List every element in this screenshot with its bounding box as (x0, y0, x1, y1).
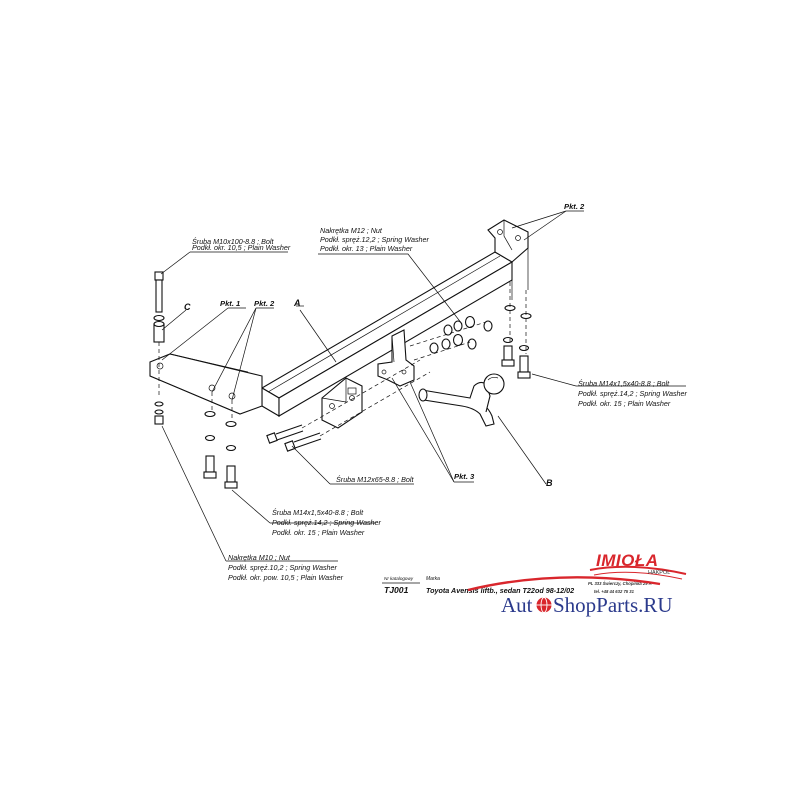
bolt-m14-left-label: Śruba M14x1,5x40-8.8 ; Bolt Podkł. spręż… (272, 508, 382, 537)
nut-m12-label: Nakrętka M12 ; Nut Podkł. spręż.12,2 ; S… (320, 226, 430, 253)
label-line: Nakrętka M10 ; Nut (228, 553, 291, 562)
imiola-logo: IMIOŁA HAKPOL PL 333 Świerczy, Chopinka … (588, 551, 687, 594)
nut-m10-label: Nakrętka M10 ; Nut Podkł. spręż.10,2 ; S… (228, 553, 344, 582)
part-letter-c: C (184, 302, 191, 312)
part-letter-b: B (546, 478, 553, 488)
label-line: Nakrętka M12 ; Nut (320, 226, 383, 235)
label-line: Podkł. okr. 15 ; Plain Washer (578, 399, 671, 408)
label-line: Śruba M12x65-8.8 ; Bolt (336, 475, 415, 484)
title-block: Nr katalogowy Marka TJ001 Toyota Avensis… (382, 576, 574, 595)
logo-address: PL 333 Świerczy, Chopinka 29 A (588, 581, 652, 586)
vehicle-model: Toyota Avensis liftb., sedan T22 (426, 586, 535, 595)
pkt-1-label: Pkt. 1 (220, 299, 240, 308)
label-line: Podkł. okr. 15 ; Plain Washer (272, 528, 365, 537)
part-letter-a: A (293, 298, 301, 308)
watermark: Aut ShopParts.RU (467, 576, 673, 617)
m12-bolts (266, 359, 431, 452)
pkt-3-label: Pkt. 3 (454, 472, 475, 481)
left-m14-bolts (203, 392, 238, 489)
label-line: Śruba M10x100-8.8 ; Bolt (192, 237, 275, 246)
left-mounting-plate (149, 353, 263, 415)
globe-icon (536, 597, 552, 613)
label-line: Śruba M14x1,5x40-8.8 ; Bolt (272, 508, 364, 517)
catalog-number: TJ001 (384, 585, 409, 595)
right-bracket (487, 219, 529, 300)
label-line: Podkł. okr. 10,5 ; Plain Washer (192, 243, 291, 252)
left-m10-bolt (153, 271, 165, 425)
ball-mount-bracket (377, 329, 415, 387)
logo-sub: HAKPOL (648, 570, 670, 576)
label-line: Śruba M14x1,5x40-8.8 ; Bolt (578, 379, 670, 388)
watermark-text-end: ShopParts.RU (553, 593, 673, 617)
bolt-m10-label: Śruba M10x100-8.8 ; Bolt Podkł. okr. 10,… (192, 237, 291, 252)
socket-plate (321, 377, 363, 429)
label-line: Podkł. spręż.14,2 ; Spring Washer (272, 518, 382, 527)
towball-neck (418, 373, 505, 427)
label-line: Podkł. spręż.10,2 ; Spring Washer (228, 563, 338, 572)
bolt-m12-label: Śruba M12x65-8.8 ; Bolt (336, 475, 415, 484)
m12-nuts-washers (409, 315, 493, 361)
leader-lines (160, 210, 686, 562)
label-line: Podkł. spręż.14,2 ; Spring Washer (578, 389, 688, 398)
logo-brand: IMIOŁA (596, 551, 659, 570)
catalog-number-caption: Nr katalogowy (384, 576, 414, 581)
bolt-m14-right-label: Śruba M14x1,5x40-8.8 ; Bolt Podkł. spręż… (578, 379, 688, 408)
pkt-2-top-label: Pkt. 2 (564, 202, 585, 211)
label-line: Podkł. okr. 13 ; Plain Washer (320, 244, 413, 253)
right-m14-bolts (501, 282, 532, 379)
label-line: Podkł. spręż.12,2 ; Spring Washer (320, 235, 430, 244)
production-years: od 98-12/02 (535, 586, 574, 595)
brand-caption: Marka (426, 576, 440, 582)
watermark-text-start: Aut (501, 593, 533, 617)
pkt-2-left-label: Pkt. 2 (254, 299, 275, 308)
logo-phone: tel. +48 44 632 75 31 (594, 589, 635, 594)
label-line: Podkł. okr. pow. 10,5 ; Plain Washer (228, 573, 344, 582)
